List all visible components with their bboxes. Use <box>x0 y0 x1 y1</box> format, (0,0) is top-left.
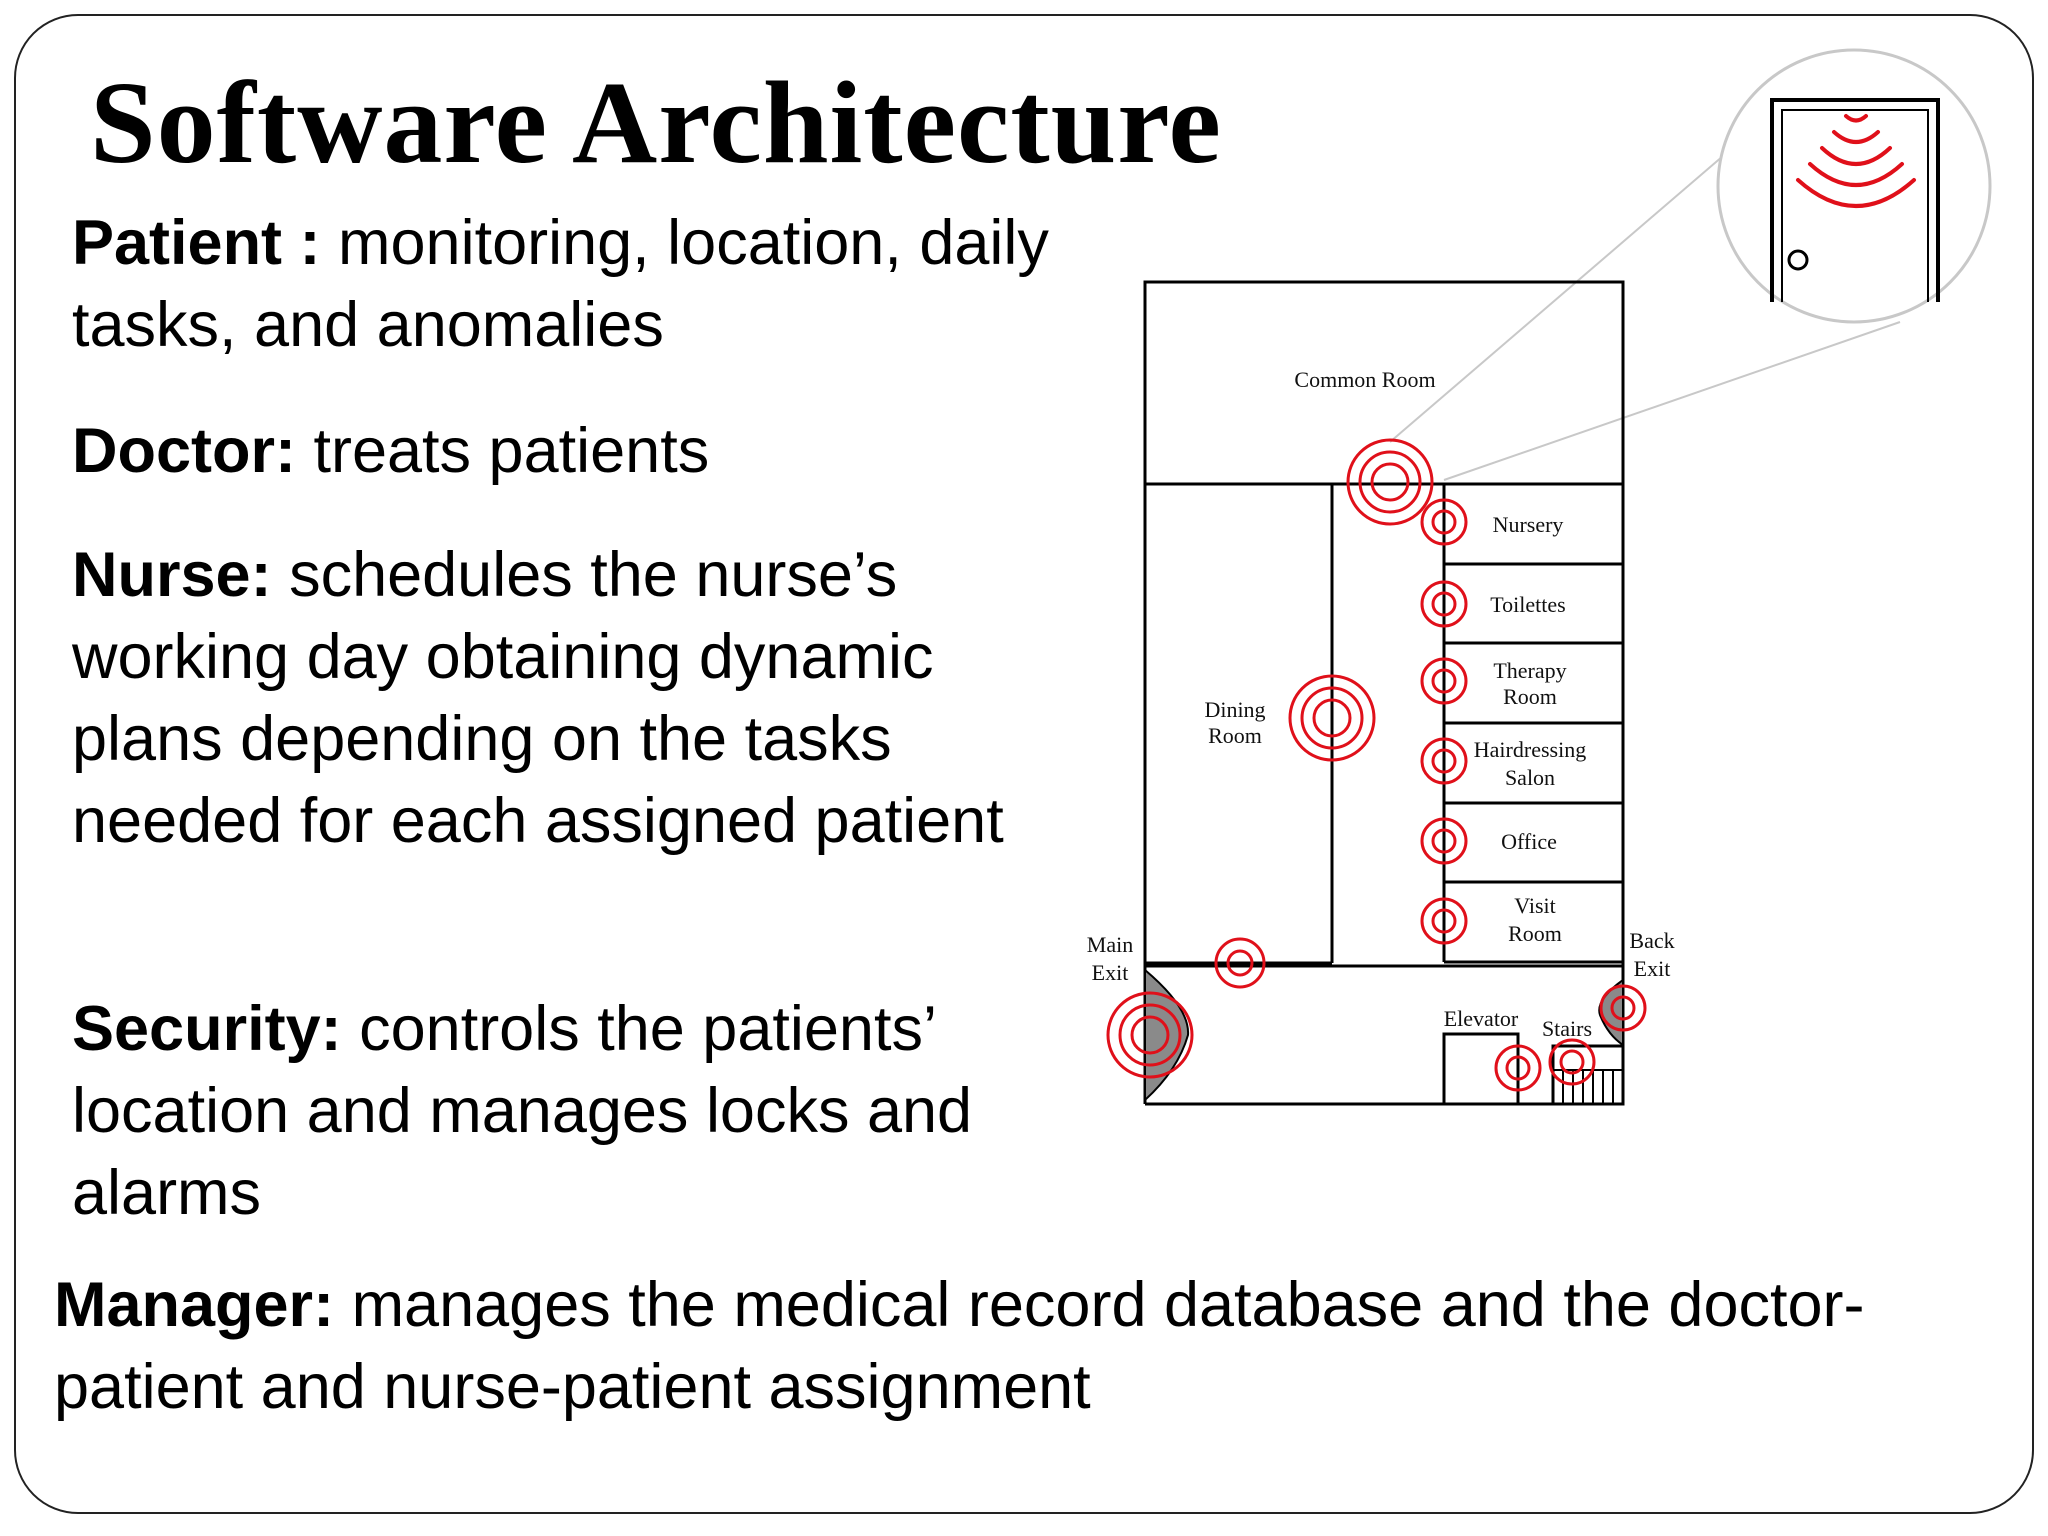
role-security-name: Security: <box>72 994 342 1064</box>
label-toilettes: Toilettes <box>1490 592 1565 617</box>
role-doctor-text: treats patients <box>295 416 710 486</box>
building-walls <box>1143 280 1625 1106</box>
sensor-dining-room <box>1288 674 1376 762</box>
sensor-hairdressing-salon <box>1420 737 1468 785</box>
role-doctor: Doctor: treats patients <box>72 410 1052 492</box>
label-back-exit-1: Back <box>1629 928 1674 953</box>
sensor-nursery <box>1420 498 1468 546</box>
role-nurse: Nurse: schedules the nurse’s working day… <box>72 534 1052 862</box>
door-with-sensor-icon <box>1716 48 1992 324</box>
floor-plan-diagram: Common Room Nursery Toilettes Therapy Ro… <box>1087 48 1992 1106</box>
role-doctor-name: Doctor: <box>72 416 296 486</box>
label-hair-2: Salon <box>1505 765 1555 790</box>
label-common-room: Common Room <box>1294 367 1435 392</box>
label-hair-1: Hairdressing <box>1474 737 1586 762</box>
stairs-treads <box>1553 1069 1623 1104</box>
role-security-text: controls the patients’ location and mana… <box>72 994 973 1228</box>
label-elevator: Elevator <box>1444 1006 1519 1031</box>
role-nurse-name: Nurse: <box>72 540 272 610</box>
label-back-exit-2: Exit <box>1634 956 1671 981</box>
label-dining-2: Room <box>1208 723 1262 748</box>
role-manager: Manager: manages the medical record data… <box>54 1264 1954 1428</box>
role-patient-text: monitoring, location, daily tasks, and a… <box>72 208 1049 360</box>
sensor-elevator <box>1494 1044 1542 1092</box>
zoom-connector-line <box>1443 321 1901 481</box>
label-therapy-1: Therapy <box>1493 658 1566 683</box>
label-stairs: Stairs <box>1542 1016 1592 1041</box>
sensor-back-exit <box>1599 984 1647 1032</box>
label-visit-2: Room <box>1508 921 1562 946</box>
role-security: Security: controls the patients’ locatio… <box>72 988 1082 1234</box>
label-dining-1: Dining <box>1204 697 1265 722</box>
sensor-corridor <box>1214 937 1266 989</box>
zoom-connector-line <box>1389 149 1731 443</box>
label-office: Office <box>1501 829 1557 854</box>
role-patient-name: Patient : <box>72 208 321 278</box>
sensor-visit-room <box>1420 897 1468 945</box>
role-nurse-text: schedules the nurse’s working day obtain… <box>72 540 1004 856</box>
sensor-main-exit <box>1106 991 1194 1079</box>
label-main-exit-2: Exit <box>1092 960 1129 985</box>
role-manager-text: manages the medical record database and … <box>54 1270 1865 1422</box>
label-main-exit-1: Main <box>1087 932 1133 957</box>
sensor-common-room <box>1346 438 1434 526</box>
sensor-toilettes <box>1420 580 1468 628</box>
sensor-markers <box>1106 438 1647 1092</box>
sensor-stairs <box>1548 1038 1596 1086</box>
slide-frame <box>14 14 2034 1514</box>
label-therapy-2: Room <box>1503 684 1557 709</box>
sensor-therapy-room <box>1420 657 1468 705</box>
role-manager-name: Manager: <box>54 1270 335 1340</box>
label-visit-1: Visit <box>1514 893 1555 918</box>
label-nursery: Nursery <box>1493 512 1564 537</box>
role-patient: Patient : monitoring, location, daily ta… <box>72 202 1052 366</box>
slide-title: Software Architecture <box>90 57 1222 188</box>
sensor-office <box>1420 817 1468 865</box>
